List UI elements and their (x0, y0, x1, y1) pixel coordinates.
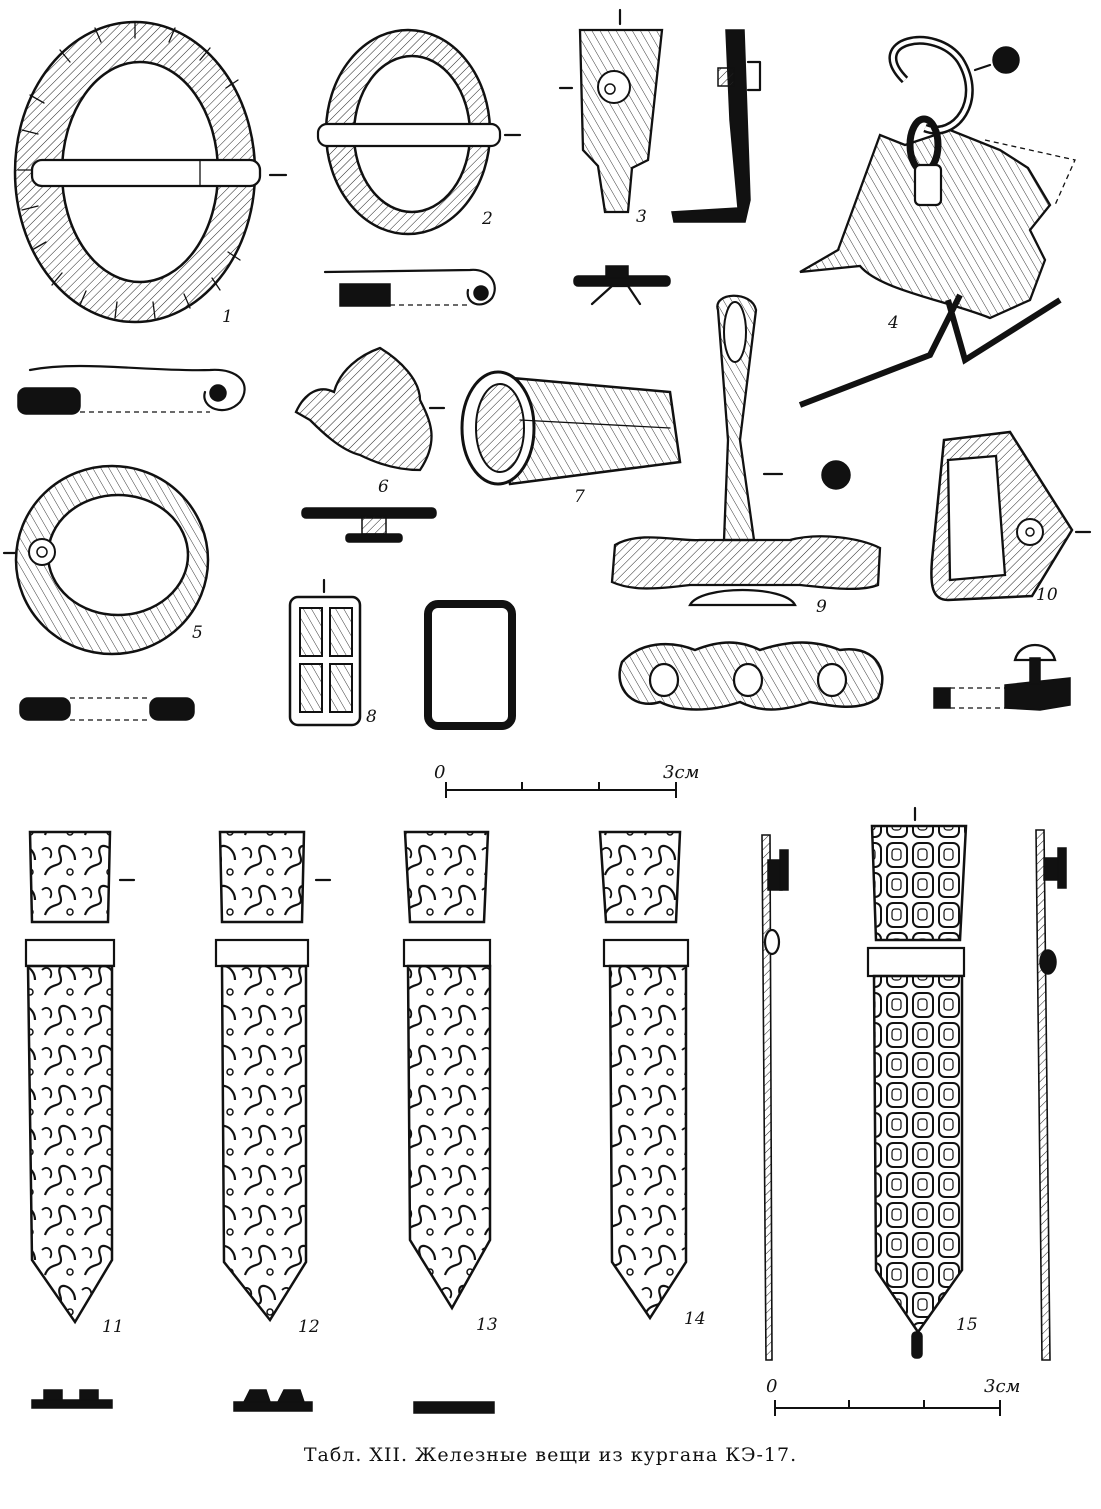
artifact-1-oval-buckle (13, 20, 288, 324)
artifact-11-strap-end (24, 830, 136, 1409)
artifact-8-frame (424, 600, 516, 730)
artifact-6-section (301, 507, 437, 543)
artifact-6-leaf-plaque (294, 346, 446, 472)
figure-number-7: 7 (574, 487, 585, 507)
artifact-9-bar (618, 641, 884, 711)
figure-number-5: 5 (192, 623, 203, 643)
scale-top-end-label: 3см (663, 762, 699, 783)
artifact-13-strap-end (402, 830, 495, 1414)
artifact-12-strap-end (214, 830, 332, 1412)
figure-number-8: 8 (366, 707, 377, 727)
figure-number-3: 3 (636, 207, 647, 227)
artifact-14-profile (761, 834, 789, 1361)
artifact-14-strap-end (598, 830, 690, 1321)
artifact-11-section (31, 1389, 113, 1409)
artifact-15-strap-end (866, 806, 968, 1359)
figure-number-6: 6 (378, 477, 389, 497)
figure-number-1: 1 (222, 307, 233, 327)
figure-number-9: 9 (816, 597, 827, 617)
artifact-10-buckle (930, 430, 1092, 602)
figure-number-2: 2 (481, 209, 493, 229)
artifact-2-oval-buckle (316, 28, 522, 236)
figure-numbers: 1 2 3 4 5 6 7 8 9 10 11 12 13 14 15 (102, 207, 1058, 1337)
scale-bottom-end-label: 3см (984, 1376, 1020, 1397)
artifact-9-handle (610, 294, 882, 607)
scale-bottom-start-label: 0 (766, 1376, 777, 1397)
artifact-5-profile (19, 697, 195, 721)
artifact-13-section (413, 1401, 495, 1414)
artifact-8-grid-plaque (288, 578, 362, 727)
figure-number-4: 4 (887, 313, 899, 333)
figure-number-12: 12 (298, 1317, 320, 1337)
artifact-3-section (573, 265, 671, 306)
artifact-5-ring-plate (2, 464, 210, 656)
artifact-4-ring-pendant (798, 35, 1076, 408)
figure-number-14: 14 (684, 1309, 706, 1329)
figure-number-15: 15 (956, 1315, 978, 1335)
artifact-10-profile (933, 644, 1071, 711)
artifact-12-section (233, 1389, 313, 1412)
artifact-3-profile (671, 29, 762, 223)
plate-caption: Табл. XII. Железные вещи из кургана КЭ-1… (303, 1444, 798, 1466)
artifact-1-profile (17, 364, 246, 415)
scale-top-start-label: 0 (434, 762, 445, 783)
figure-number-11: 11 (102, 1317, 124, 1337)
artifact-3-plaque (558, 8, 664, 214)
figure-number-13: 13 (476, 1315, 498, 1335)
scale-bar-top: 0 3см (434, 762, 699, 798)
artifact-7-ferrule (460, 370, 682, 486)
figure-number-10: 10 (1036, 585, 1058, 605)
scale-bar-bottom: 0 3см (766, 1376, 1020, 1416)
artifact-2-profile (323, 268, 496, 307)
artifact-15-profile (1035, 829, 1067, 1361)
